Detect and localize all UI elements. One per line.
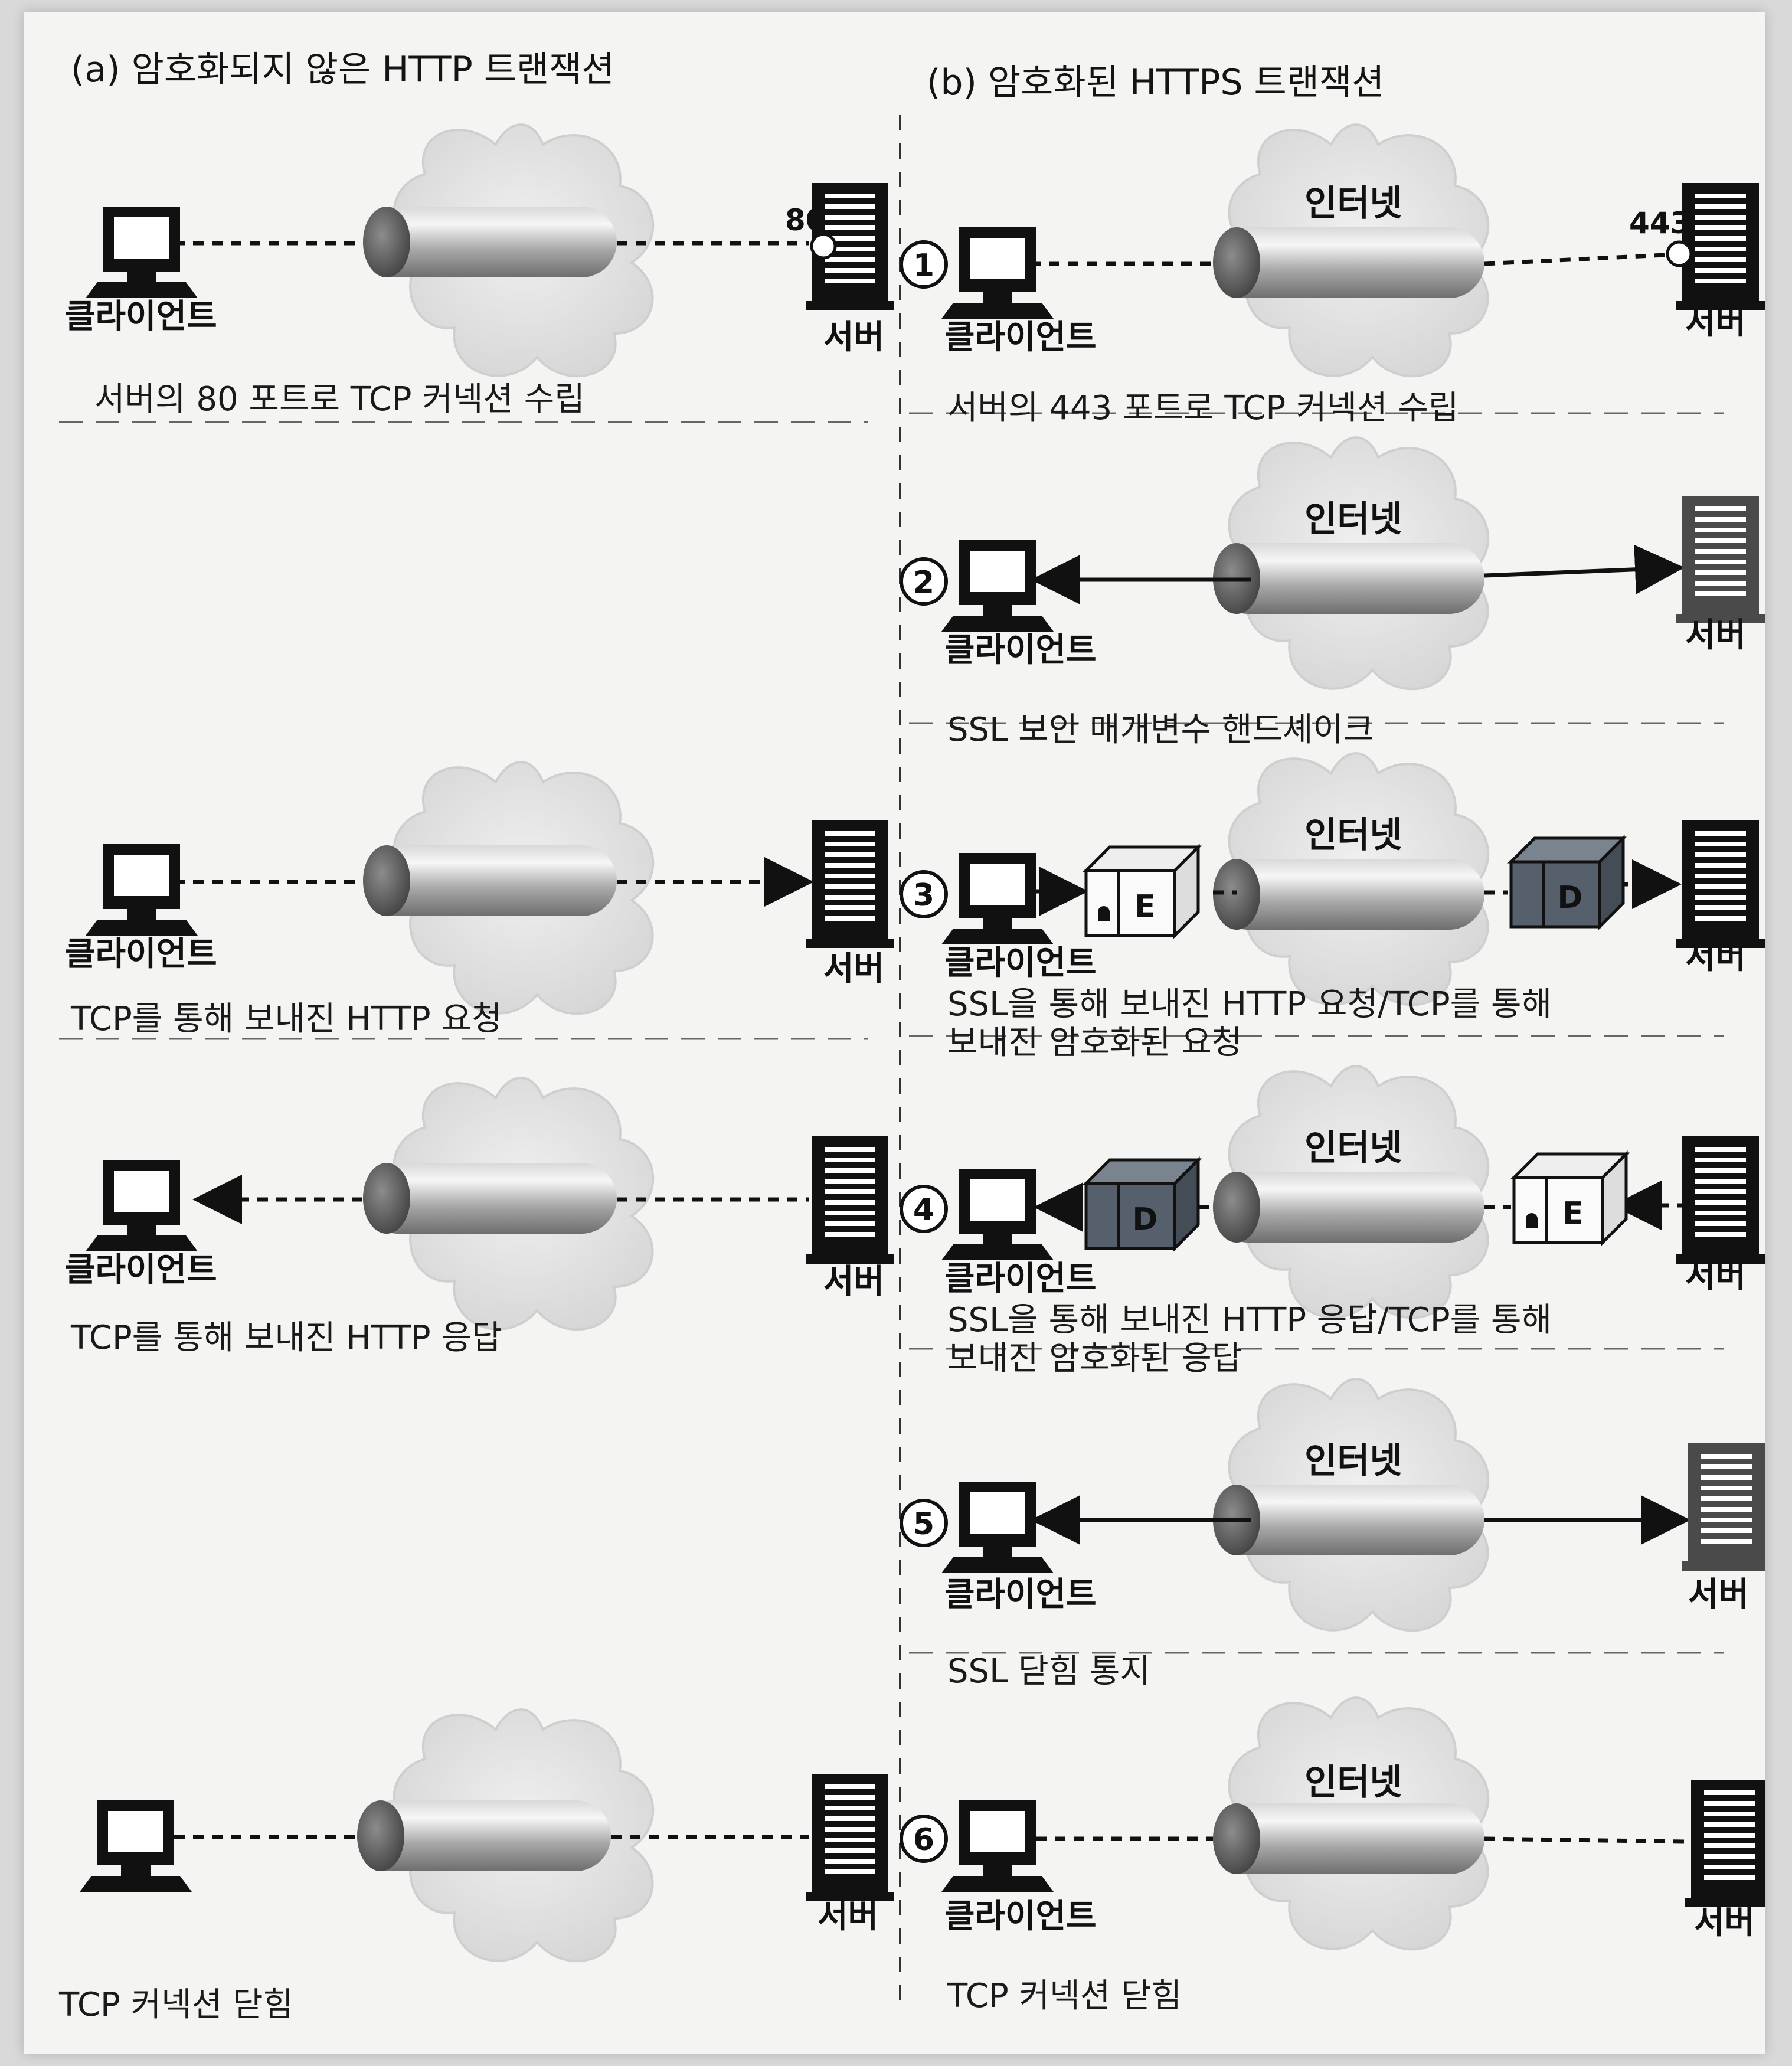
link-line (1484, 253, 1665, 266)
box-letter-d: D (1557, 880, 1582, 916)
client-label: 클라이언트 (944, 318, 1097, 357)
computer-icon (86, 207, 198, 298)
step-marker-3: 3 (900, 870, 948, 918)
caption-a4: TCP를 통해 보내진 HTTP 응답 (70, 1319, 502, 1357)
step-marker-6: 6 (900, 1815, 948, 1863)
caption-a3: TCP를 통해 보내진 HTTP 요청 (70, 1000, 502, 1038)
tcp-tube (1213, 859, 1484, 930)
decrypted-packet-box: D (1082, 1156, 1202, 1253)
server-icon (806, 1136, 894, 1264)
internet-label: 인터넷 (1304, 183, 1402, 224)
tcp-tube (363, 207, 617, 277)
client-label: 클라이언트 (944, 1897, 1097, 1936)
caption-b4-line1: SSL을 통해 보내진 HTTP 응답/TCP를 통해 (947, 1301, 1552, 1339)
server-icon (1676, 183, 1765, 310)
computer-icon (941, 540, 1054, 632)
server-icon (1676, 1136, 1765, 1264)
internet-label: 인터넷 (1304, 1127, 1402, 1169)
caption-b6: TCP 커넥션 닫힘 (947, 1977, 1182, 2015)
port-80-label: 80 (785, 203, 826, 237)
client-label: 클라이언트 (944, 631, 1097, 669)
tcp-tube (1213, 1485, 1484, 1555)
server-icon (806, 1774, 894, 1901)
step-number: 6 (913, 1822, 934, 1858)
server-icon (1685, 1780, 1765, 1907)
tcp-tube (1213, 543, 1484, 614)
caption-b3-line2: 보내진 암호화된 요청 (947, 1024, 1242, 1062)
client-label: 클라이언트 (944, 1575, 1097, 1614)
client-label: 클라이언트 (65, 298, 217, 336)
client-label: 클라이언트 (65, 1251, 217, 1289)
step-marker-4: 4 (900, 1185, 948, 1233)
server-label: 서버 (1685, 1257, 1746, 1295)
encrypted-packet-box: E (1082, 843, 1202, 940)
step-marker-2: 2 (900, 557, 948, 606)
server-label: 서버 (1685, 616, 1746, 655)
left-column-title: (a) 암호화되지 않은 HTTP 트랜잭션 (71, 49, 614, 90)
https-transaction-diagram: (a) 암호화되지 않은 HTTP 트랜잭션 (b) 암호화된 HTTPS 트랜… (58, 49, 1765, 2024)
computer-icon (941, 227, 1054, 319)
port-80-socket (810, 233, 837, 260)
computer-icon (941, 1482, 1054, 1573)
tcp-tube (363, 845, 617, 916)
computer-icon (941, 853, 1054, 944)
internet-label: 인터넷 (1304, 815, 1402, 856)
step-number: 5 (913, 1506, 934, 1542)
server-label: 서버 (817, 1897, 878, 1936)
tcp-tube (363, 1163, 617, 1234)
step-number: 2 (913, 565, 934, 600)
client-label: 클라이언트 (65, 935, 217, 973)
server-label: 서버 (823, 318, 884, 357)
step-marker-1: 1 (900, 240, 948, 289)
computer-icon (86, 844, 198, 936)
right-column-title: (b) 암호화된 HTTPS 트랜잭션 (927, 62, 1384, 103)
computer-icon (941, 1169, 1054, 1260)
tcp-tube (357, 1800, 611, 1871)
computer-icon (86, 1160, 198, 1251)
server-icon (806, 820, 894, 948)
lock-icon (1098, 906, 1110, 921)
box-letter-d: D (1132, 1202, 1157, 1237)
lock-icon (1526, 1213, 1538, 1228)
handshake-arrow-to-server (1484, 544, 1685, 594)
server-label: 서버 (823, 1263, 884, 1301)
step-marker-5: 5 (900, 1499, 948, 1547)
caption-a6: TCP 커넥션 닫힘 (58, 1986, 293, 2024)
step-number: 1 (913, 248, 934, 283)
decrypted-packet-box: D (1507, 834, 1627, 931)
link-line (1484, 1836, 1686, 1844)
server-icon (1676, 820, 1765, 948)
encrypted-packet-box: E (1510, 1150, 1630, 1247)
server-label: 서버 (1694, 1903, 1755, 1941)
tcp-tube (1213, 1172, 1484, 1243)
server-label: 서버 (1688, 1575, 1749, 1614)
computer-icon (80, 1800, 192, 1892)
internet-label: 인터넷 (1304, 1762, 1402, 1803)
caption-a1: 서버의 80 포트로 TCP 커넥션 수립 (94, 380, 585, 419)
client-label: 클라이언트 (944, 1260, 1097, 1298)
server-label: 서버 (823, 950, 884, 988)
port-443-socket (1666, 240, 1693, 267)
step-number: 4 (913, 1192, 934, 1228)
internet-label: 인터넷 (1304, 499, 1402, 540)
caption-b1: 서버의 443 포트로 TCP 커넥션 수립 (947, 389, 1459, 427)
internet-label: 인터넷 (1304, 1440, 1402, 1482)
caption-b2: SSL 보안 매개변수 핸드셰이크 (947, 711, 1374, 749)
server-label: 서버 (1685, 303, 1746, 342)
tcp-tube (1213, 227, 1484, 298)
step-number: 3 (913, 878, 934, 913)
server-label: 서버 (1685, 938, 1746, 976)
server-icon (1676, 496, 1765, 623)
computer-icon (941, 1800, 1054, 1892)
server-icon (1682, 1443, 1765, 1571)
box-letter-e: E (1562, 1196, 1584, 1231)
box-letter-e: E (1134, 889, 1156, 924)
tcp-tube (1213, 1803, 1484, 1874)
caption-b3-line1: SSL을 통해 보내진 HTTP 요청/TCP를 통해 (947, 985, 1552, 1024)
caption-b5: SSL 닫힘 통지 (947, 1652, 1150, 1691)
client-label: 클라이언트 (944, 944, 1097, 982)
figure-page: (a) 암호화되지 않은 HTTP 트랜잭션 (b) 암호화된 HTTPS 트랜… (24, 12, 1765, 2054)
caption-b4-line2: 보내진 암호화된 응답 (947, 1339, 1242, 1378)
port-443-label: 443 (1629, 206, 1690, 240)
